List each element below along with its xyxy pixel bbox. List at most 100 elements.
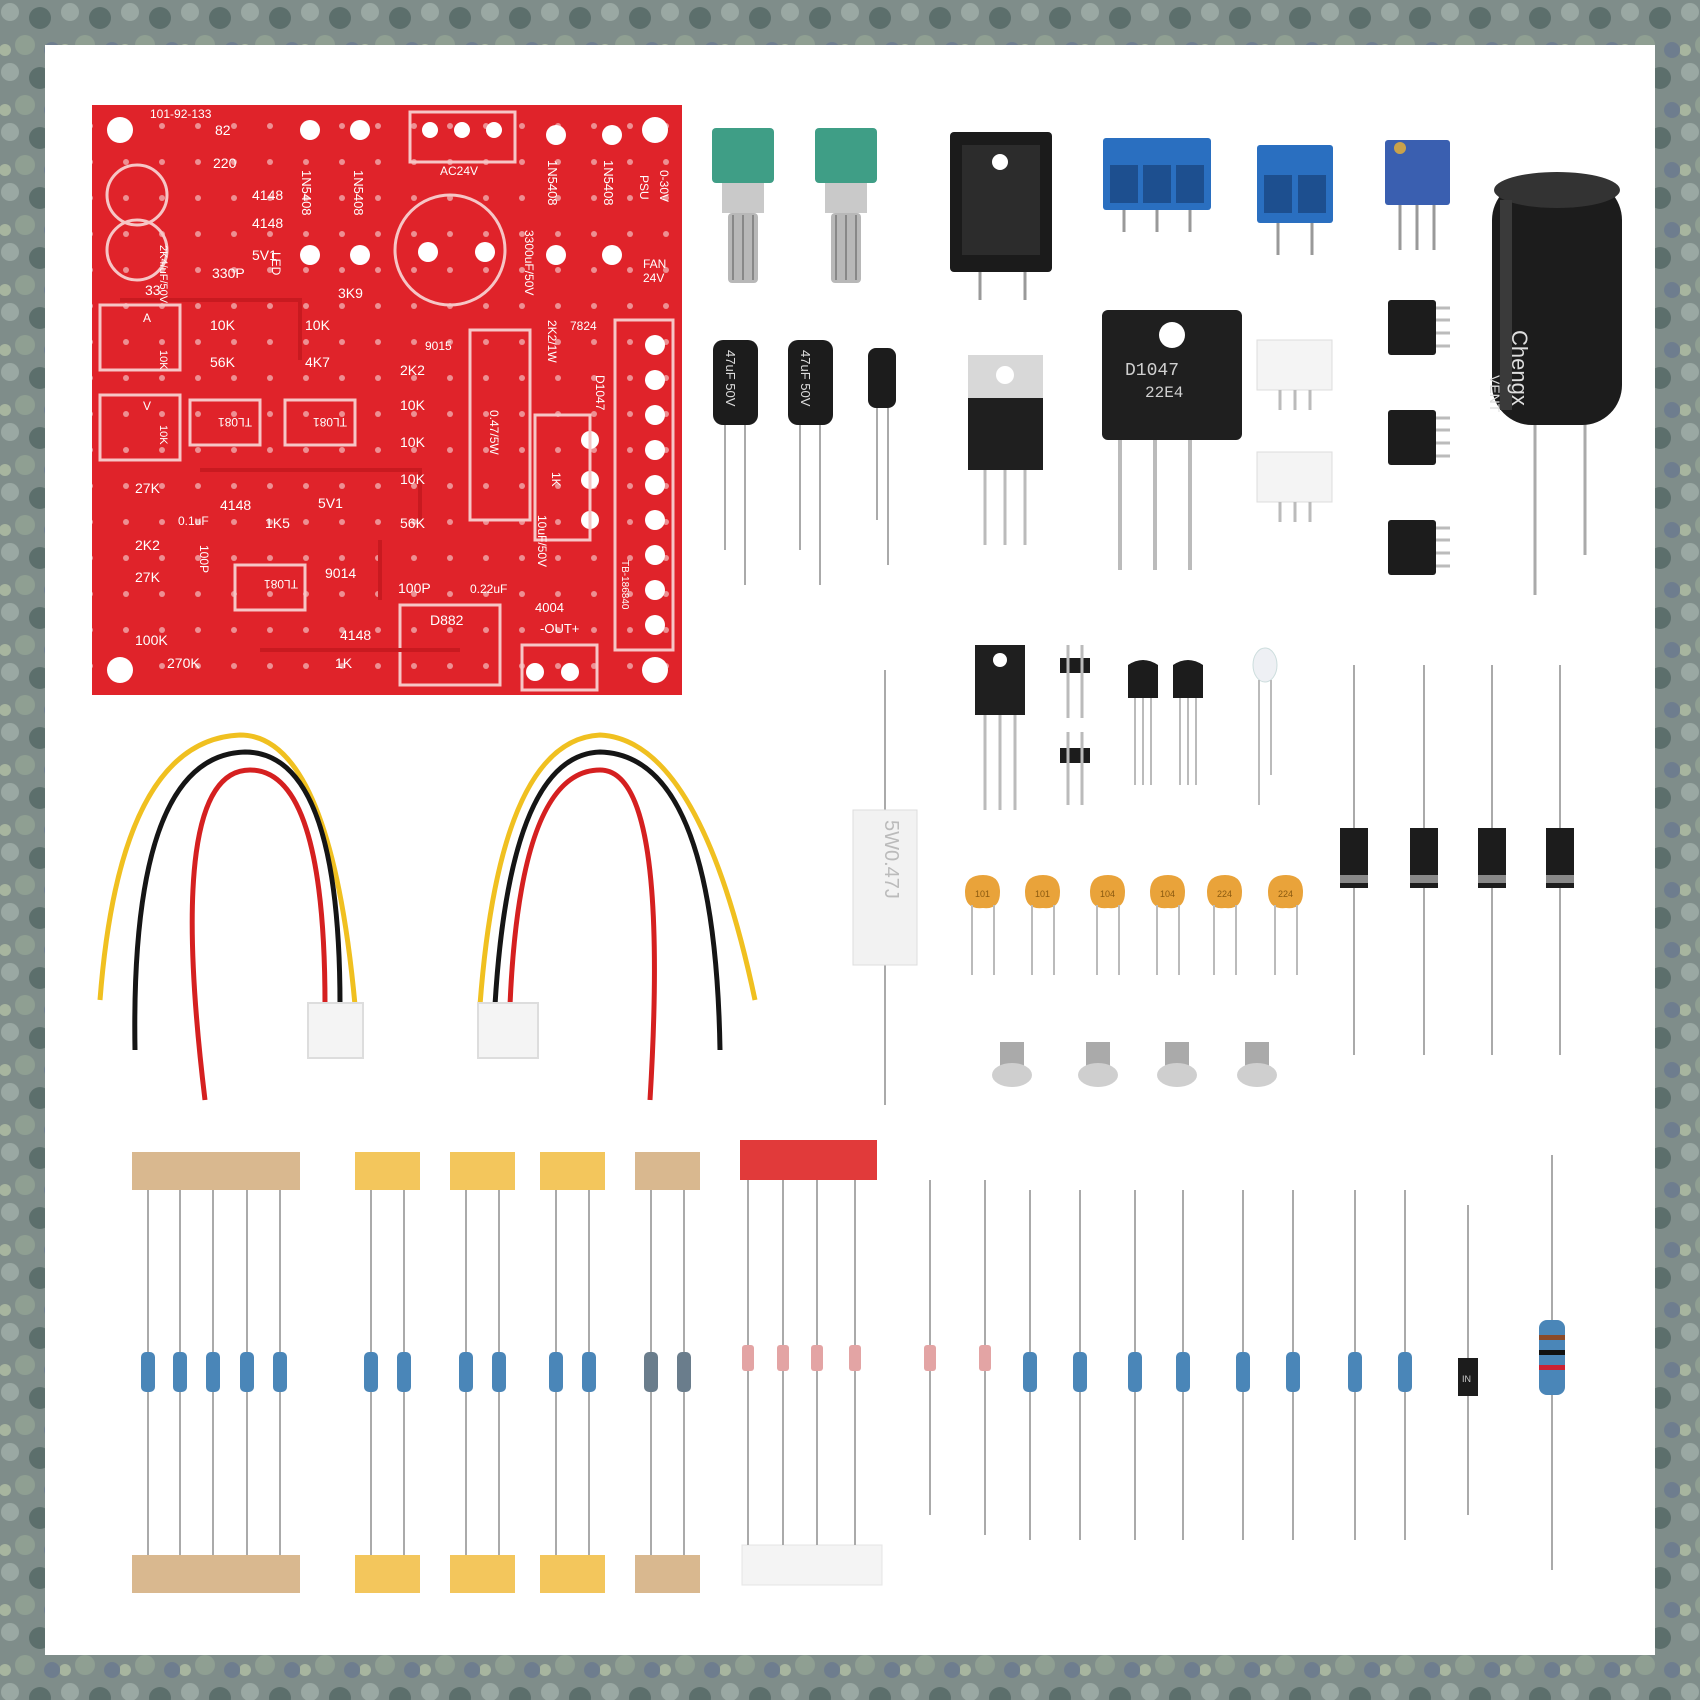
pin-header (1060, 645, 1090, 718)
ceramic-cap-code: 104 (1160, 889, 1175, 899)
pcb-label: 3K9 (338, 285, 363, 301)
to126-transistor (975, 645, 1025, 810)
pcb-label: 1K5 (265, 515, 290, 531)
frame-left (0, 0, 45, 1700)
pcb-label: D1047 (593, 375, 607, 411)
pcb-label: 1N5408 (601, 160, 616, 206)
led (1252, 647, 1278, 805)
rectifier-diode (1478, 665, 1506, 1055)
pcb-label: 33 (145, 282, 161, 298)
pcb-label: 1N5408 (299, 170, 314, 216)
pcb-label: 56K (210, 354, 236, 370)
pcb-label: 9015 (425, 339, 452, 353)
rectifier-diode (1410, 665, 1438, 1055)
pcb-label: 10K (157, 425, 169, 445)
taped-resistor-group (132, 1152, 300, 1593)
pcb-label: 2K2 (400, 362, 425, 378)
rectifier-diode (1340, 665, 1368, 1055)
pcb-label: 4004 (535, 600, 564, 615)
cement-resistor-label: 5W0.47J (880, 820, 902, 899)
pcb-label: 9014 (325, 565, 356, 581)
pcb-label: -OUT+ (540, 621, 579, 636)
white-connector (1256, 451, 1333, 522)
pcb-label: 1K (335, 655, 353, 671)
pcb-label: 1K (549, 472, 563, 487)
taped-resistor-group (540, 1152, 605, 1593)
terminal-block-3pin (1103, 138, 1211, 232)
rectifier-diode (1546, 665, 1574, 1055)
capacitor-value-label: 47uF 50V (798, 350, 813, 407)
electrolytic-capacitor: 47uF 50V (788, 340, 833, 585)
voltage-regulator (968, 355, 1043, 545)
pcb-label: 4K7 (305, 354, 330, 370)
screw (1237, 1042, 1277, 1087)
wire-harness-left (97, 732, 364, 1101)
ceramic-cap-code: 101 (975, 889, 990, 899)
pcb-label: 82 (215, 122, 231, 138)
pcb-label: 10K (400, 434, 426, 450)
taped-resistor-group (635, 1152, 700, 1593)
pcb-label: 100K (135, 632, 168, 648)
capacitor-value-label: 47uF 50V (723, 350, 738, 407)
pcb-label: 0.22uF (470, 582, 507, 596)
trimmer-potentiometer (1385, 140, 1450, 250)
pcb-label: 27K (135, 569, 161, 585)
pcb-label: 4148 (252, 215, 283, 231)
electrolytic-capacitor: 47uF 50V (713, 340, 758, 585)
ceramic-cap-code: 224 (1278, 889, 1293, 899)
pcb-label: TB-186840 (619, 560, 630, 610)
ceramic-capacitor: 101 (965, 875, 1000, 975)
pcb-label: 27K (135, 480, 161, 496)
red-pcb: 101-92-133 82 220 2K4/uF/50V 4148 4148 5… (92, 105, 682, 695)
pcb-label: 4148 (340, 627, 371, 643)
ceramic-capacitor: 104 (1090, 875, 1125, 975)
ceramic-capacitor: 224 (1207, 875, 1242, 975)
large-electrolytic-capacitor: Chengx VENT (1487, 172, 1622, 595)
transistor-model-label: D1047 (1125, 361, 1179, 381)
pcb-label: AC24V (440, 164, 478, 178)
screw (992, 1042, 1032, 1087)
pcb-label: 2K2/1W (545, 320, 559, 363)
taped-diode-group (740, 1140, 883, 1586)
ceramic-capacitor: 101 (1025, 875, 1060, 975)
capacitor-vent-label: VENT (1487, 375, 1503, 413)
pcb-label: 7824 (570, 319, 597, 333)
pcb-label: TL081 (313, 415, 347, 429)
screw (1157, 1042, 1197, 1087)
pcb-label: TL081 (264, 577, 298, 591)
dip-ic (1388, 300, 1450, 355)
taped-resistor-group (450, 1152, 515, 1593)
pcb-label: 1N5408 (545, 160, 560, 206)
pcb-label: 56K (400, 515, 426, 531)
pcb-label: 10K (400, 471, 426, 487)
wire-harness-right (477, 732, 758, 1101)
potentiometer (712, 128, 774, 283)
pcb-label: TL081 (218, 415, 252, 429)
power-transistor-d1047: D1047 22E4 (1102, 310, 1242, 570)
ceramic-cap-code: 224 (1217, 889, 1232, 899)
pcb-label: 3300uF/50V (522, 230, 536, 295)
dip-ic (1388, 410, 1450, 465)
pcb-label: 0.47/5W (487, 410, 501, 455)
pcb-label: 10K (157, 350, 169, 370)
pcb-label: 4148 (252, 187, 283, 203)
taped-resistor-group (355, 1152, 420, 1593)
cement-resistor: 5W0.47J (852, 670, 918, 1105)
pcb-label: 10K (400, 397, 426, 413)
screw (1078, 1042, 1118, 1087)
ceramic-capacitor: 224 (1268, 875, 1303, 975)
pin-header (1060, 732, 1090, 805)
pcb-label: 2K2 (135, 537, 160, 553)
pcb-label: 5V1 (318, 495, 343, 511)
pcb-label: 220 (213, 155, 237, 171)
small-diode: IN (1458, 1358, 1478, 1396)
frame-right (1655, 0, 1700, 1700)
pcb-label: 270K (167, 655, 200, 671)
ceramic-cap-code: 104 (1100, 889, 1115, 899)
pcb-label: FAN (643, 257, 666, 271)
pcb-label: 2K4/uF/50V (157, 245, 169, 304)
pcb-label: 5V1 (252, 247, 277, 263)
frame-top (0, 0, 1700, 45)
white-connector (1256, 339, 1333, 410)
